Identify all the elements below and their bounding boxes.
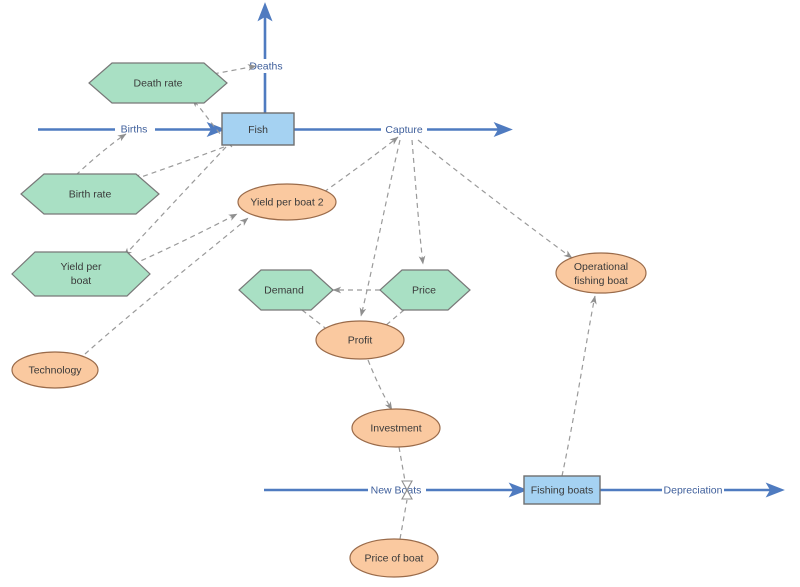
variable-operational-fishing-boat[interactable]: Operational fishing boat bbox=[555, 252, 647, 294]
connector-birth-rate-to-births bbox=[75, 133, 127, 176]
fishing-boats-stock-rect bbox=[523, 475, 601, 505]
connector-yield-per-boat-2-to-capture bbox=[323, 136, 399, 193]
flow-new-boats[interactable]: New Boats bbox=[264, 480, 528, 500]
fish-stock-rect bbox=[221, 112, 295, 146]
connector-capture-to-price bbox=[411, 139, 426, 265]
births-label-backdrop bbox=[115, 122, 155, 137]
variable-yield-per-boat-2[interactable]: Yield per boat 2 bbox=[237, 183, 337, 221]
connector-fishing-boats-to-operational-fishing-boat bbox=[561, 295, 597, 477]
demand-hexagon bbox=[238, 269, 334, 311]
flow-capture[interactable]: Capture bbox=[294, 121, 513, 138]
operational-fishing-boat-ellipse bbox=[555, 252, 647, 294]
yield-per-boat-2-ellipse bbox=[237, 183, 337, 221]
capture-label-backdrop bbox=[381, 122, 427, 137]
converter-birth-rate[interactable]: Birth rate bbox=[20, 173, 160, 215]
new-boats-label-backdrop bbox=[368, 483, 426, 498]
price-hexagon bbox=[379, 269, 471, 311]
new-boats-valve-icon bbox=[401, 480, 413, 500]
variable-price-of-boat[interactable]: Price of boat bbox=[349, 538, 439, 578]
variable-investment[interactable]: Investment bbox=[351, 408, 441, 448]
flow-depreciation[interactable]: Depreciation bbox=[600, 482, 785, 498]
stock-fish[interactable]: Fish bbox=[221, 112, 295, 146]
flow-deaths[interactable]: Deaths bbox=[246, 2, 288, 113]
connector-price-of-boat-to-new-boats bbox=[399, 499, 408, 540]
stock-fishing-boats[interactable]: Fishing boats bbox=[523, 475, 601, 505]
connector-profit-to-investment bbox=[367, 359, 393, 411]
converter-demand[interactable]: Demand bbox=[238, 269, 334, 311]
depreciation-label-backdrop bbox=[662, 483, 724, 498]
profit-ellipse bbox=[315, 320, 405, 360]
connector-capture-to-profit bbox=[359, 139, 401, 317]
flow-births[interactable]: Births bbox=[38, 121, 226, 138]
variable-technology[interactable]: Technology bbox=[11, 351, 99, 389]
converter-death-rate[interactable]: Death rate bbox=[88, 62, 228, 104]
connector-investment-to-new-boats bbox=[398, 446, 406, 482]
death-rate-hexagon bbox=[88, 62, 228, 104]
converter-price[interactable]: Price bbox=[379, 269, 471, 311]
yield-per-boat-hexagon bbox=[11, 251, 151, 297]
connector-technology-to-yield-per-boat-2 bbox=[84, 217, 249, 355]
connector-death-rate-to-deaths bbox=[195, 64, 257, 78]
converter-yield-per-boat[interactable]: Yield per boat bbox=[11, 251, 151, 297]
birth-rate-hexagon bbox=[20, 173, 160, 215]
connector-fish-to-yield-per-boat bbox=[123, 146, 227, 257]
deaths-label-backdrop bbox=[246, 59, 288, 73]
connector-price-to-profit bbox=[374, 309, 405, 335]
variable-profit[interactable]: Profit bbox=[315, 320, 405, 360]
connector-capture-to-operational-fishing-boat bbox=[417, 139, 573, 259]
connector-fish-to-birth-rate bbox=[132, 146, 225, 181]
technology-ellipse bbox=[11, 351, 99, 389]
price-of-boat-ellipse bbox=[349, 538, 439, 578]
investment-ellipse bbox=[351, 408, 441, 448]
